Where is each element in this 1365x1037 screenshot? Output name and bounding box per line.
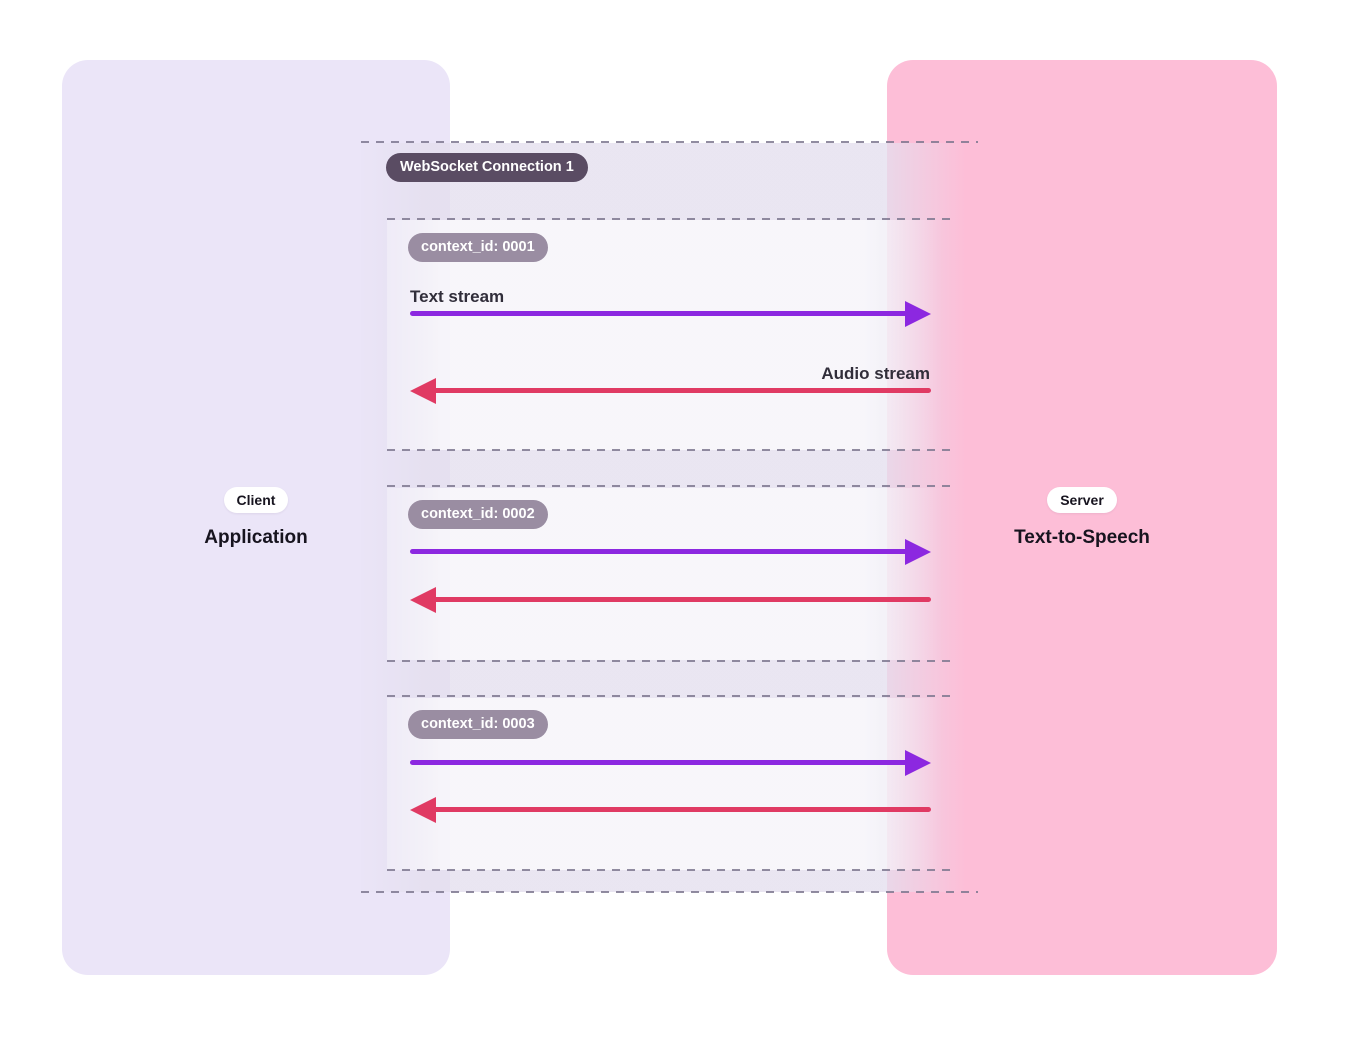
dashed-divider-connection-bottom xyxy=(361,891,978,893)
dashed-divider-context1-top xyxy=(387,218,953,220)
context-id-badge-2: context_id: 0002 xyxy=(408,500,548,529)
client-title: Application xyxy=(204,526,308,548)
websocket-connection-badge: WebSocket Connection 1 xyxy=(386,153,588,182)
dashed-divider-context1-bottom xyxy=(387,449,953,451)
arrow-head-right-icon xyxy=(905,539,931,565)
audio-stream-arrow-1 xyxy=(410,378,931,404)
server-title: Text-to-Speech xyxy=(1014,526,1150,548)
dashed-divider-connection-top xyxy=(361,141,978,143)
arrow-shaft xyxy=(430,388,931,393)
text-stream-label: Text stream xyxy=(410,287,505,306)
client-badge: Client xyxy=(223,486,289,513)
server-badge: Server xyxy=(1047,486,1117,513)
audio-stream-arrow-2 xyxy=(410,587,931,613)
text-stream-arrow-3 xyxy=(410,750,931,776)
arrow-head-right-icon xyxy=(905,750,931,776)
dashed-divider-context3-bottom xyxy=(387,869,953,871)
arrow-shaft xyxy=(410,760,911,765)
context-id-badge-1: context_id: 0001 xyxy=(408,233,548,262)
context-id-badge-3: context_id: 0003 xyxy=(408,710,548,739)
dashed-divider-context3-top xyxy=(387,695,953,697)
text-stream-arrow-1 xyxy=(410,301,931,327)
arrow-shaft xyxy=(410,549,911,554)
arrow-head-left-icon xyxy=(410,587,436,613)
arrow-shaft xyxy=(430,807,931,812)
arrow-head-left-icon xyxy=(410,378,436,404)
arrow-head-left-icon xyxy=(410,797,436,823)
dashed-divider-context2-top xyxy=(387,485,953,487)
arrow-shaft xyxy=(410,311,911,316)
dashed-divider-context2-bottom xyxy=(387,660,953,662)
audio-stream-arrow-3 xyxy=(410,797,931,823)
arrow-head-right-icon xyxy=(905,301,931,327)
audio-stream-label: Audio stream xyxy=(821,364,930,383)
text-stream-arrow-2 xyxy=(410,539,931,565)
arrow-shaft xyxy=(430,597,931,602)
